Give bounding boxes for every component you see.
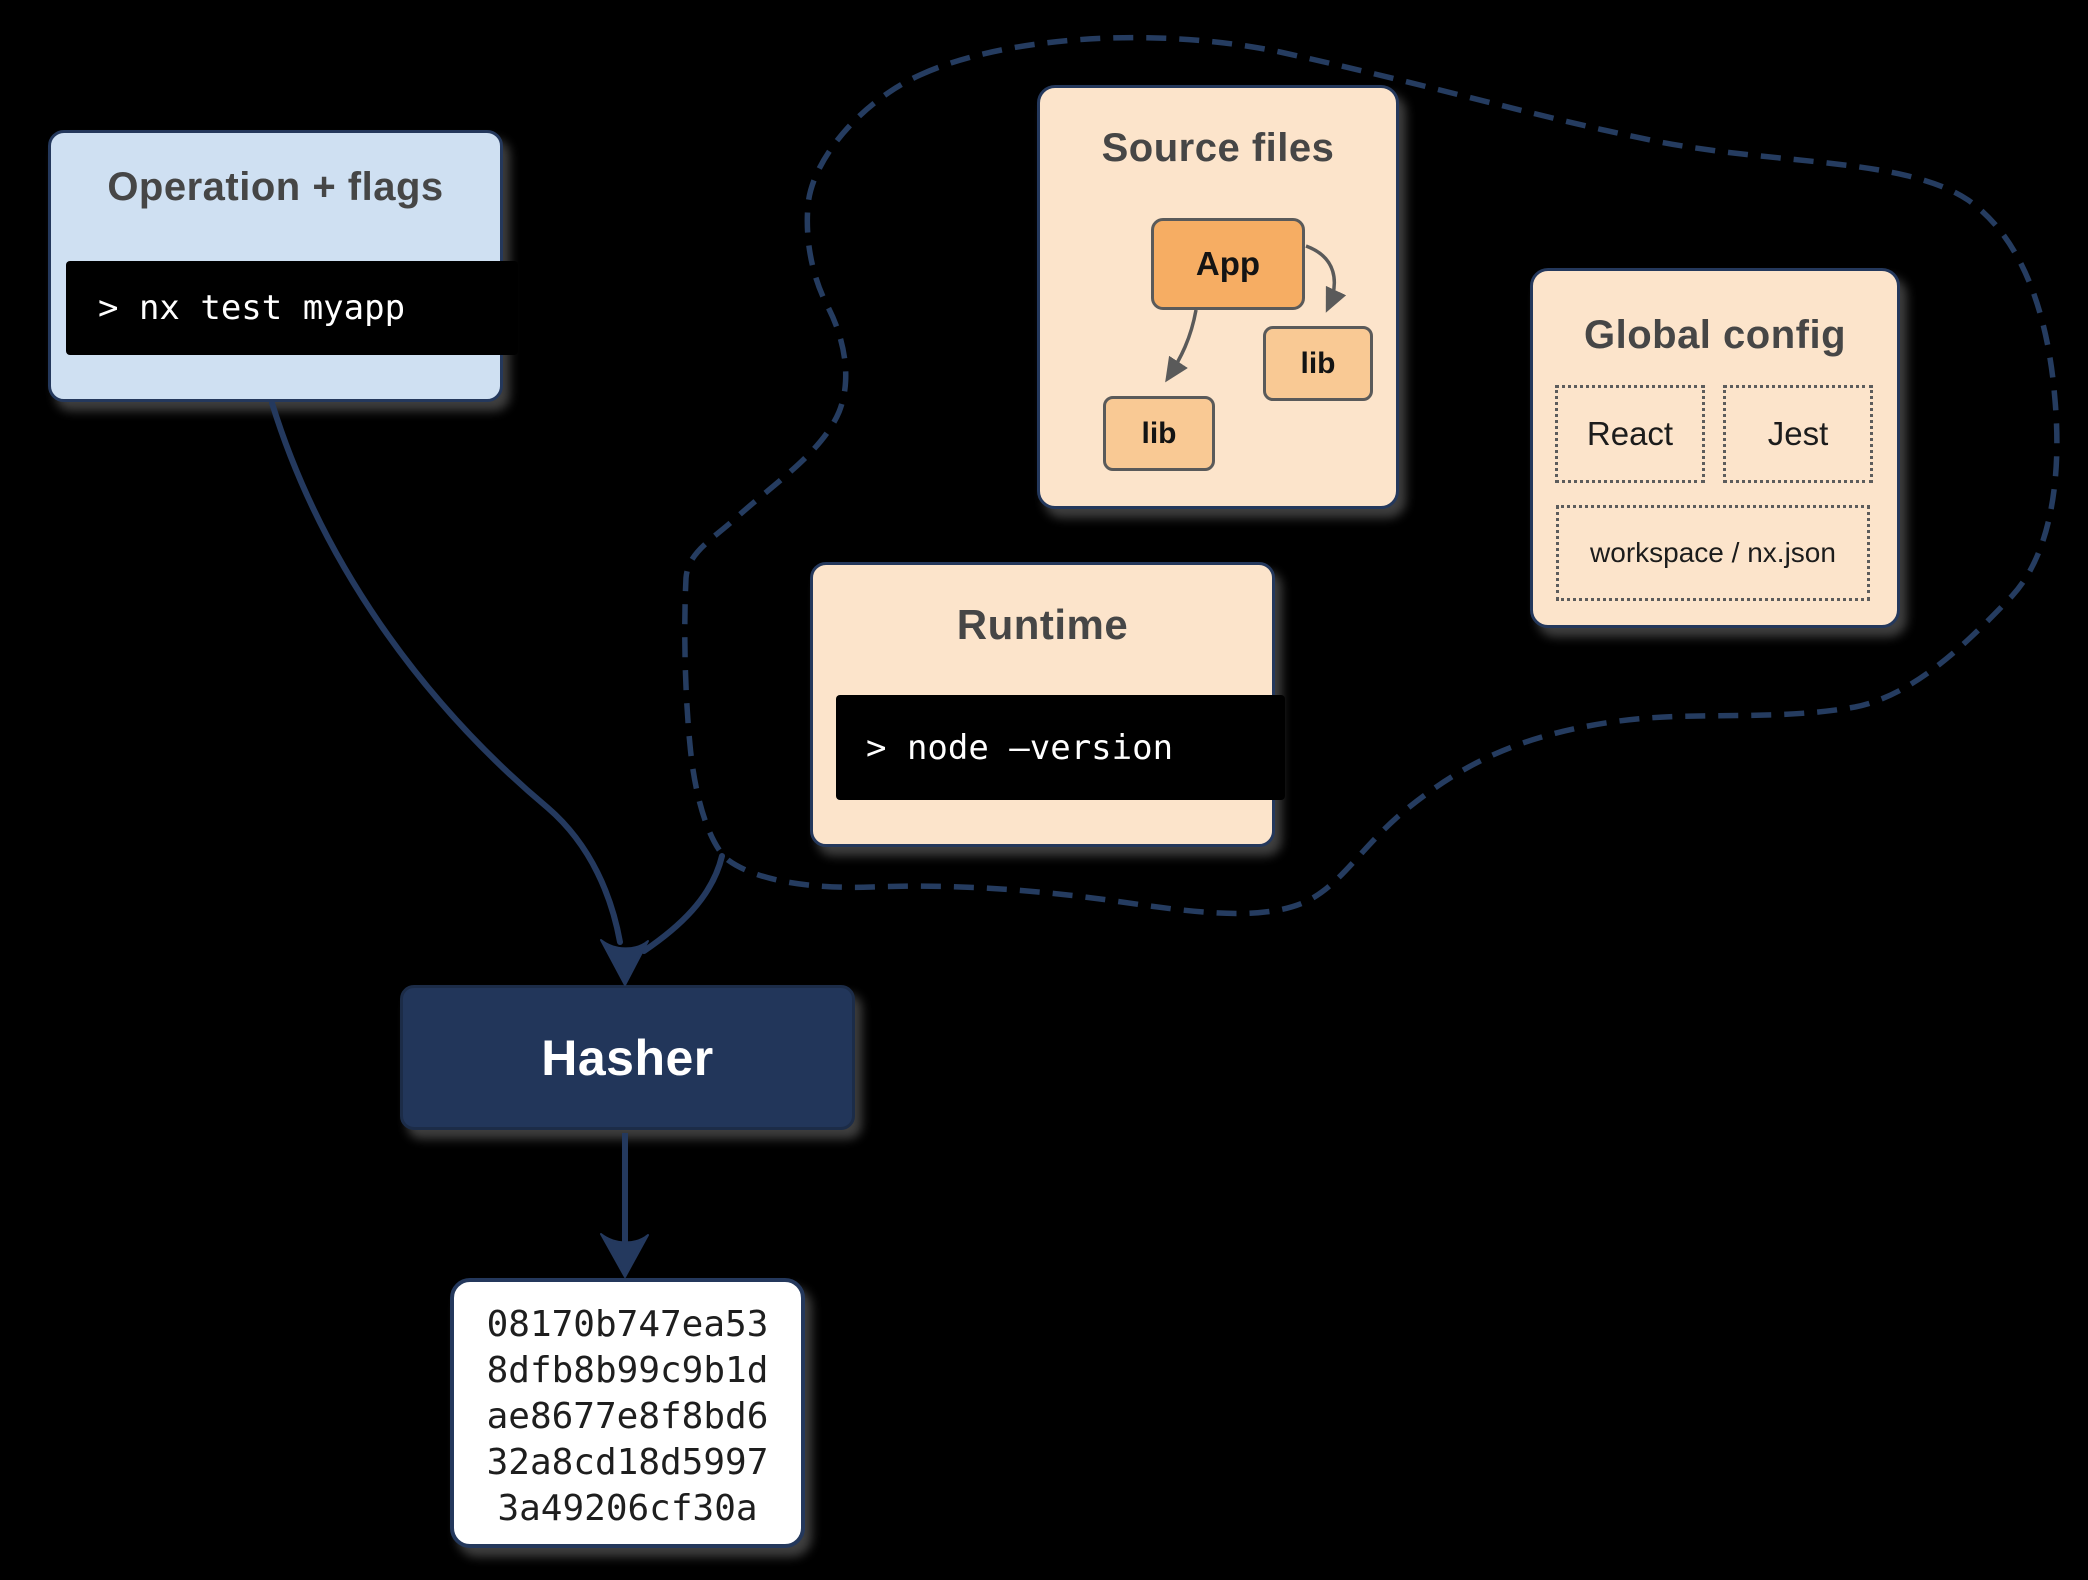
graph-node-lib-right: lib [1263,326,1373,401]
global-config-box: Global config React Jest workspace / nx.… [1530,268,1900,628]
hash-line: 3a49206cf30a [497,1488,758,1529]
arrow-operation-to-hasher [269,400,623,945]
source-files-box: Source files App lib lib [1037,85,1399,509]
hash-line: ae8677e8f8bd6 [486,1396,769,1437]
graph-node-lib-left: lib [1103,396,1215,471]
hash-line: 08170b747ea53 [486,1304,769,1345]
operation-command-text: > nx test myapp [98,288,406,328]
arrow-cloud-to-hasher [641,853,725,954]
source-files-title: Source files [1101,126,1335,170]
config-item-workspace-nxjson: workspace / nx.json [1556,505,1870,601]
hasher-box: Hasher [400,985,855,1130]
operation-terminal: > nx test myapp [66,261,518,355]
operation-flags-title: Operation + flags [107,165,444,209]
config-item-jest: Jest [1723,385,1873,483]
hash-output-box: 08170b747ea53 8dfb8b99c9b1d ae8677e8f8bd… [450,1278,805,1548]
hash-line: 32a8cd18d5997 [486,1442,769,1483]
hasher-arrowhead [600,939,649,986]
operation-flags-box: Operation + flags > nx test myapp [48,130,518,402]
global-config-title: Global config [1583,313,1847,357]
hash-line: 8dfb8b99c9b1d [486,1350,769,1391]
runtime-box: Runtime > node –version [810,562,1285,847]
hasher-label: Hasher [541,1029,714,1086]
runtime-terminal: > node –version [836,695,1285,800]
hash-arrowhead [600,1233,649,1278]
runtime-title: Runtime [956,601,1129,648]
runtime-command-text: > node –version [866,727,1174,768]
config-item-react: React [1555,385,1705,483]
graph-node-app: App [1151,218,1305,310]
